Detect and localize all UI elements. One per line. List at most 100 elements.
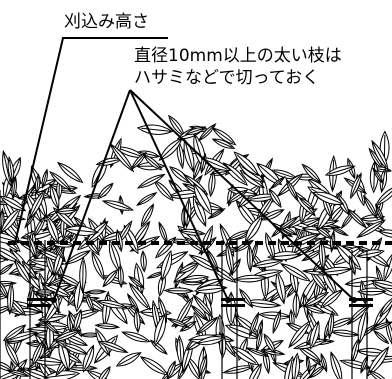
leaf: [362, 194, 378, 220]
leaf: [4, 339, 20, 368]
leaf: [133, 308, 141, 334]
leaf: [318, 238, 326, 272]
leaf: [140, 203, 155, 228]
leaf: [246, 243, 254, 273]
leaf: [7, 281, 15, 316]
cut-mark: [349, 304, 373, 307]
leaf: [269, 175, 286, 190]
leaf: [268, 188, 282, 208]
leaf: [350, 172, 362, 200]
leaf: [54, 207, 78, 215]
leaf: [46, 215, 59, 245]
leaf: [0, 263, 14, 277]
leaf: [142, 154, 163, 171]
dot: [225, 297, 231, 303]
leaf: [109, 142, 135, 173]
leaf: [266, 251, 302, 261]
leaf: [128, 282, 152, 311]
leaf: [375, 203, 384, 223]
leaf: [65, 364, 99, 372]
leaf: [197, 122, 217, 142]
leaf: [222, 365, 255, 374]
leaf: [136, 173, 166, 189]
leaf: [97, 182, 114, 200]
leaf: [238, 164, 265, 183]
thick-branch-leader: [53, 89, 131, 301]
leaf: [327, 310, 335, 340]
main-stems: [0, 190, 368, 379]
cut-mark: [221, 304, 245, 307]
leaf: [117, 263, 124, 289]
leaf: [226, 230, 252, 241]
leaf: [199, 353, 208, 378]
leaf: [85, 289, 107, 295]
leaf: [126, 292, 140, 314]
leaf: [208, 170, 216, 198]
leaf: [136, 150, 161, 158]
leaf: [211, 127, 237, 146]
leaf: [54, 243, 66, 262]
leaf: [324, 165, 356, 176]
leaf: [206, 248, 219, 273]
cutting-height-label: 刈込み高さ: [64, 12, 149, 32]
cut-mark: [221, 298, 245, 301]
thick-branch-leader: [129, 89, 355, 301]
leaf: [140, 250, 147, 273]
leaf: [288, 320, 311, 349]
leaf: [272, 309, 282, 335]
leaf: [7, 155, 15, 184]
leaf: [357, 287, 387, 296]
leaf: [195, 316, 219, 336]
leaf: [49, 170, 72, 192]
leaf: [168, 114, 185, 137]
leaf: [265, 231, 275, 261]
cutting-height-leader: [14, 37, 168, 244]
leaf: [82, 344, 95, 373]
leaf: [108, 239, 121, 274]
leaf: [248, 311, 260, 338]
leaf: [298, 197, 316, 211]
leaf: [244, 347, 270, 357]
leaf: [97, 365, 111, 379]
thick-branch-leader: [129, 89, 229, 301]
leaf: [285, 177, 299, 202]
leaf: [256, 327, 263, 352]
leaf: [153, 179, 174, 202]
leaf: [372, 329, 390, 345]
leaf: [115, 228, 123, 253]
leaf: [43, 370, 81, 379]
leaf: [63, 225, 99, 236]
leaf: [51, 329, 82, 342]
leaf: [115, 352, 142, 367]
leaf: [97, 340, 129, 353]
leaf: [222, 162, 248, 186]
leaf: [196, 336, 226, 346]
cut-mark: [27, 298, 51, 301]
leaf: [160, 250, 173, 282]
leaf: [34, 173, 41, 195]
leaf: [184, 127, 207, 135]
leaf: [369, 160, 379, 194]
dot: [351, 297, 357, 303]
leaf: [232, 274, 269, 283]
leaf: [291, 352, 301, 379]
leaf: [28, 189, 46, 220]
leaf: [193, 182, 213, 216]
leaf: [370, 321, 392, 331]
leaf: [183, 138, 195, 173]
leaf: [166, 317, 191, 328]
leaf: [130, 151, 147, 171]
leaf: [192, 294, 214, 319]
leaf: [61, 343, 89, 355]
leaf: [0, 195, 27, 212]
leaf: [63, 250, 92, 265]
cut-mark: [349, 298, 373, 301]
leaf: [5, 331, 39, 342]
leaf: [101, 200, 134, 211]
leaf: [280, 263, 311, 282]
leaf: [128, 275, 145, 289]
leaf: [31, 339, 44, 368]
leaf: [79, 256, 87, 294]
leaf: [41, 168, 48, 189]
